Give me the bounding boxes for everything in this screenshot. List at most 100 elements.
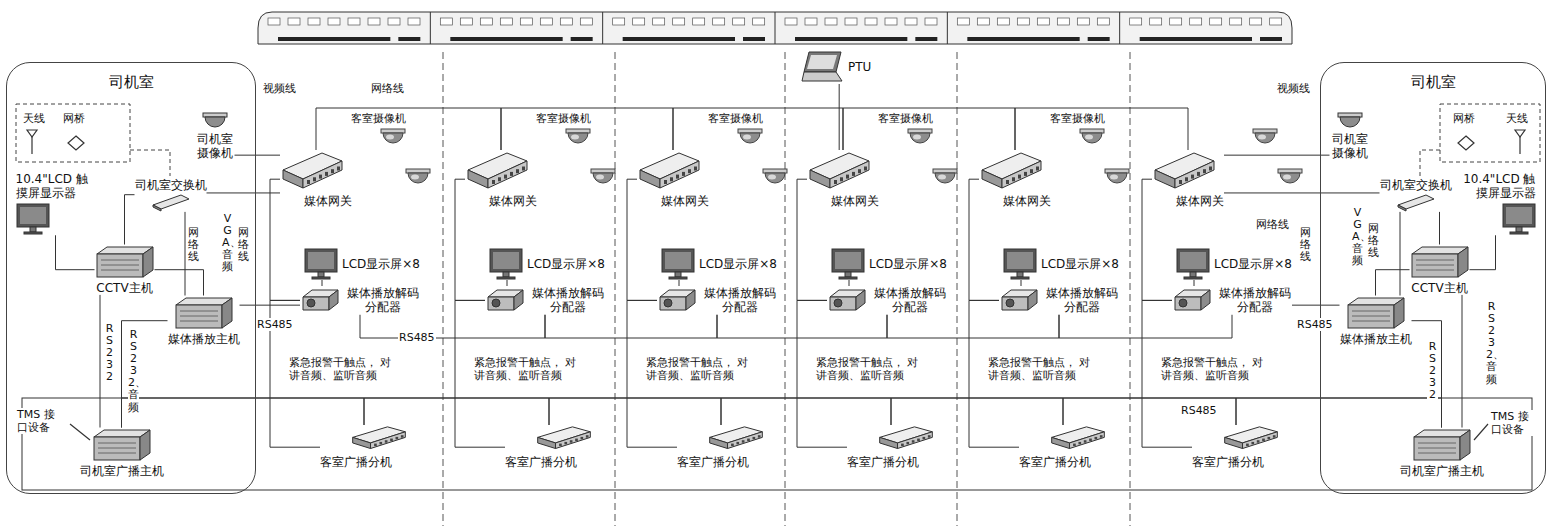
radio-box <box>1440 104 1540 162</box>
lcd-screen: LCD显示屏×8 <box>1003 248 1119 280</box>
train-window <box>1017 18 1029 25</box>
wire <box>1063 398 1236 425</box>
node-label: CCTV主机 <box>1411 281 1467 295</box>
node-label: 客室广播分机 <box>1019 455 1091 469</box>
train-window <box>1150 18 1162 25</box>
node-label: LCD显示屏×8 <box>527 257 605 271</box>
train-window <box>977 18 989 25</box>
host-icon <box>1412 428 1472 462</box>
label-text: 网络线 <box>1255 218 1290 231</box>
train-skirt <box>915 37 937 41</box>
radio-box <box>16 104 130 162</box>
train-window <box>865 18 877 25</box>
train-window <box>905 18 917 25</box>
node-label: LCD显示屏×8 <box>699 257 777 271</box>
car-divider <box>785 52 786 526</box>
node-label: 媒体播放解码 分配器 <box>531 286 605 315</box>
train-window <box>408 18 420 25</box>
label-text: 天线 <box>22 112 46 125</box>
node-label: 司机室广播主机 <box>80 464 164 478</box>
train-skirt <box>967 37 1079 41</box>
train-window <box>1210 18 1222 25</box>
camera-icon <box>1278 169 1302 183</box>
node-label: 媒体网关 <box>304 194 352 208</box>
node-label: 司机室 摄像机 <box>1330 132 1370 161</box>
wire-label: 网络线 <box>1255 218 1290 231</box>
broadcast-extension: 客室广播分机 <box>847 425 935 469</box>
wire <box>891 398 1063 425</box>
label-text: RS485 <box>398 331 436 344</box>
lcd-screen: LCD显示屏×8 <box>1176 248 1292 280</box>
gw-icon <box>1152 150 1217 192</box>
ext-icon <box>350 425 408 451</box>
bridge-symbol <box>1458 136 1474 150</box>
train-window <box>268 18 280 25</box>
host-icon <box>1410 245 1470 279</box>
train-window <box>693 18 705 25</box>
mon-icon <box>1176 248 1210 280</box>
node-label: 司机室 <box>7 73 255 91</box>
train-window <box>1190 18 1202 25</box>
wire <box>627 179 657 300</box>
wire-label: 天线 <box>1505 112 1529 125</box>
dec-icon <box>657 287 699 313</box>
camera-icon <box>591 169 615 183</box>
train-window <box>885 18 897 25</box>
node-label: PTU <box>848 60 871 74</box>
gw-icon <box>807 150 872 192</box>
wire <box>545 315 717 338</box>
node-label: 媒体播放解码 分配器 <box>703 286 777 315</box>
train-window <box>805 18 817 25</box>
label-text: RS232 <box>1427 340 1438 402</box>
wire <box>721 398 891 425</box>
wire-label: 天线 <box>22 112 46 125</box>
antenna-symbol <box>27 130 37 137</box>
train-illustration <box>258 12 1292 44</box>
train-window <box>1057 18 1069 25</box>
broadcast-host: 司机室广播主机 <box>80 428 164 478</box>
train-joint <box>775 12 776 44</box>
dec-icon <box>1172 287 1214 313</box>
camera-icon <box>566 129 590 143</box>
train-skirt <box>278 37 390 41</box>
gw-icon <box>979 150 1044 192</box>
node-label: CCTV主机 <box>96 281 152 295</box>
wire <box>717 315 887 338</box>
host-icon <box>95 245 155 279</box>
ext-icon <box>1049 425 1107 451</box>
cctv-host: CCTV主机 <box>1410 245 1470 295</box>
train-window <box>1250 18 1262 25</box>
train-window <box>460 18 472 25</box>
train-window <box>845 18 857 25</box>
wire-label: 紧急报警干触点， 对讲音频、监听音频 <box>473 356 588 382</box>
node-label: 媒体网关 <box>489 194 537 208</box>
train-window <box>540 18 552 25</box>
pc-icon <box>800 50 844 84</box>
label-text: 视频线 <box>1276 82 1311 95</box>
media-gateway: 媒体网关 <box>1152 150 1224 208</box>
gw-icon <box>280 150 345 192</box>
wire <box>100 295 101 428</box>
label-text: 网络线 <box>1368 222 1379 260</box>
train-window <box>500 18 512 25</box>
host-icon <box>174 296 234 330</box>
lcd-screen: LCD显示屏×8 <box>304 248 420 280</box>
mon-icon <box>16 203 50 235</box>
decoder-distributor: 媒体播放解码 分配器 <box>827 286 947 315</box>
wire <box>549 398 721 425</box>
gw-icon <box>637 150 702 192</box>
train-skirt <box>398 37 420 41</box>
train-window <box>348 18 360 25</box>
broadcast-extension: 客室广播分机 <box>320 425 408 469</box>
wire <box>1400 212 1401 296</box>
dec-icon <box>485 287 527 313</box>
media-player-host: 媒体播放主机 <box>168 296 240 346</box>
wire <box>122 321 168 428</box>
node-label: LCD显示屏×8 <box>342 257 420 271</box>
train-window <box>997 18 1009 25</box>
touch-display: 10.4"LCD 触摸屏显示器 <box>1456 172 1536 236</box>
train-window <box>825 18 837 25</box>
ext-icon <box>535 425 593 451</box>
node-label: 客室广播分机 <box>505 455 577 469</box>
mon-icon <box>304 248 338 280</box>
